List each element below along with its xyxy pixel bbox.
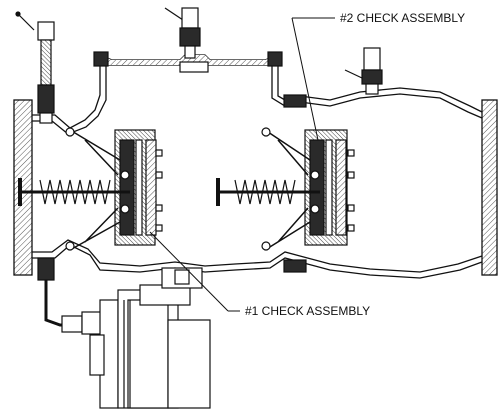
label-check-assembly-1: #1 CHECK ASSEMBLY	[245, 304, 370, 318]
test-cock-3	[344, 47, 383, 95]
test-cock-2	[164, 7, 201, 59]
callouts	[149, 17, 335, 312]
body-lower-wall	[32, 244, 483, 279]
relief-valve	[37, 257, 211, 409]
valve-body	[13, 54, 498, 279]
inlet-flange	[13, 99, 33, 276]
bonnet-clamps	[93, 51, 307, 273]
outlet-flange	[481, 99, 498, 276]
label-check-assembly-2: #2 CHECK ASSEMBLY	[340, 11, 465, 25]
test-cock-1	[15, 11, 55, 124]
check-assembly-1	[18, 127, 163, 251]
check-assembly-2	[216, 127, 355, 251]
